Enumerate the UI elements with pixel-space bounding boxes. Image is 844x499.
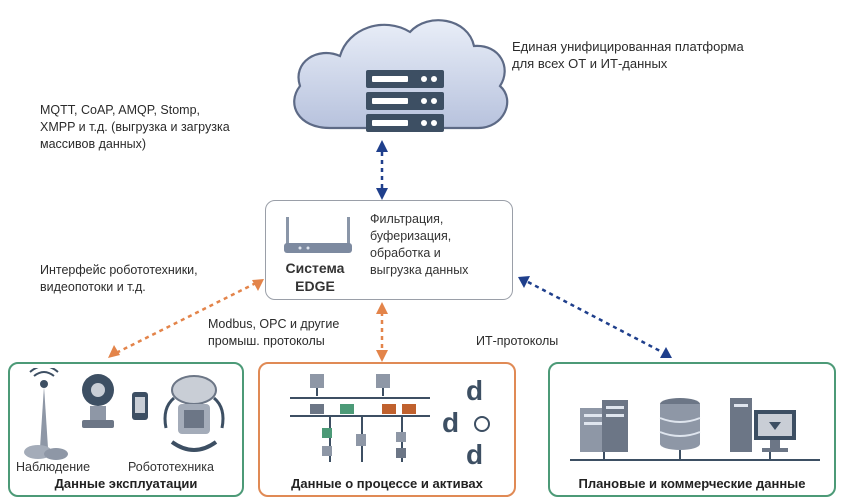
protocols-top-line1: MQTT, CoAP, AMQP, Stomp, [40,103,201,117]
phone-icon [132,392,148,420]
edge-name: Система EDGE [274,259,356,295]
database-icon [659,398,701,450]
industrial-protocols-line1: Modbus, OPC и другие [208,317,340,331]
robotics-interface-line2: видеопотоки и т.д. [40,280,146,294]
label-robotics: Робототехника [128,460,214,474]
edge-system-box: Система EDGE Фильтрация, буферизация, об… [265,200,513,300]
robotics-interface-caption: Интерфейс робототехники, видеопотоки и т… [40,262,198,296]
arrow-cloud-edge [376,140,388,200]
business-icons [570,398,820,461]
panel-process-title: Данные о процессе и активах [291,476,483,491]
robot-icon [163,375,225,452]
platform-caption-line2: для всех ОТ и ИТ-данных [512,56,668,71]
arrow-edge-process [376,302,388,362]
edge-desc-line4: выгрузка данных [370,263,469,277]
platform-caption-line1: Единая унифицированная платформа [512,39,744,54]
computer-icon [730,398,796,452]
label-monitoring: Наблюдение [16,460,91,474]
panel-operations-title: Данные эксплуатации [54,476,198,491]
edge-desc-line3: обработка и [370,246,441,260]
industrial-protocols-line2: промыш. протоколы [208,334,325,348]
protocols-top-caption: MQTT, CoAP, AMQP, Stomp, XMPP и т.д. (вы… [40,102,230,153]
it-protocols-caption: ИТ-протоколы [476,334,559,348]
arrow-edge-operations [108,279,264,358]
svg-text:d: d [466,439,483,470]
industrial-protocols-caption: Modbus, OPC и другие промыш. протоколы [208,316,339,350]
arrow-edge-business [518,276,672,358]
robotics-interface-line1: Интерфейс робототехники, [40,263,198,277]
router-icon [284,217,352,253]
svg-text:d: d [442,407,459,438]
panel-business-title: Плановые и коммерческие данные [578,476,806,491]
edge-name-line2: EDGE [295,278,335,294]
antenna-icon [24,368,68,460]
device-logo-icons: d d d [442,375,490,470]
svg-text:d: d [466,375,483,406]
edge-desc-line2: буферизация, [370,229,452,243]
operations-icons [24,368,225,460]
edge-description: Фильтрация, буферизация, обработка и выг… [370,211,468,279]
panel-process: d d d Данные о процессе и активах [258,362,516,497]
industrial-network-icon [290,374,430,462]
camera-icon [82,374,114,428]
protocols-top-line2: XMPP и т.д. (выгрузка и загрузка [40,120,230,134]
panel-operations: Наблюдение Робототехника Данные эксплуат… [8,362,244,497]
server-icon [366,70,444,132]
process-icons: d d d [290,374,490,470]
platform-caption: Единая унифицированная платформа для все… [512,38,744,72]
edge-name-line1: Система [285,260,345,276]
edge-desc-line1: Фильтрация, [370,212,444,226]
panel-business: Плановые и коммерческие данные [548,362,836,497]
protocols-top-line3: массивов данных) [40,137,147,151]
server-tower-icon [580,400,628,452]
